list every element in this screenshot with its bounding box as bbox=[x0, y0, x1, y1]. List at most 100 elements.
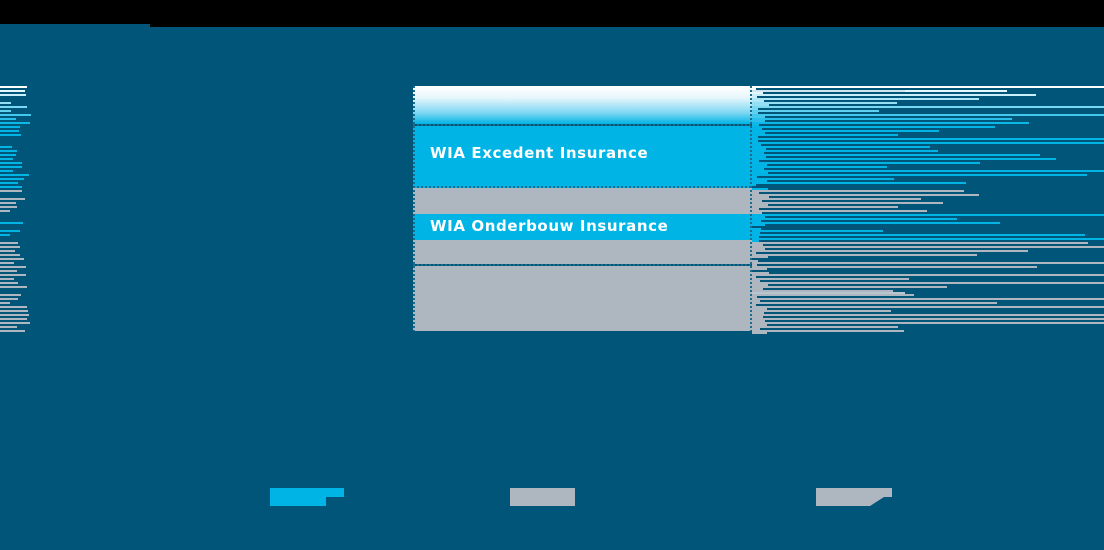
stripe-tick-right bbox=[752, 188, 768, 190]
stripe-left bbox=[0, 210, 10, 212]
stripe-left bbox=[0, 198, 25, 200]
stacked-bar-chart[interactable]: WIA Excedent Insurance WIA Onderbouw Ins… bbox=[413, 86, 752, 331]
stripe-tick-right bbox=[752, 156, 766, 158]
stripe-left bbox=[0, 286, 27, 288]
stripe-tick-right bbox=[752, 148, 766, 150]
bar-divider-1 bbox=[413, 124, 752, 126]
stripe-right bbox=[752, 98, 979, 100]
bar-segment-gap-1[interactable] bbox=[413, 188, 752, 214]
stripe-right bbox=[752, 218, 957, 220]
stripe-right bbox=[752, 310, 891, 312]
stripe-right bbox=[752, 142, 1104, 144]
bar-segment-onderbouw[interactable] bbox=[413, 214, 752, 240]
stripe-tick-right bbox=[752, 140, 758, 142]
stripe-tick-right bbox=[752, 292, 768, 294]
stripe-right bbox=[752, 206, 898, 208]
stripe-left bbox=[0, 302, 10, 304]
stripe-right bbox=[752, 330, 904, 332]
stripe-left bbox=[0, 298, 18, 300]
stripe-tick-right bbox=[752, 200, 762, 202]
stripe-right bbox=[752, 222, 1000, 224]
stripe-tick-right bbox=[752, 104, 769, 106]
stripe-right bbox=[752, 194, 979, 196]
stripe-tick-right bbox=[752, 320, 765, 322]
stripe-tick-right bbox=[752, 252, 756, 254]
stripe-right bbox=[752, 162, 980, 164]
stripe-tick-right bbox=[752, 328, 760, 330]
stripe-tick-right bbox=[752, 168, 764, 170]
stripe-right bbox=[752, 214, 1104, 216]
stripe-right bbox=[752, 158, 1056, 160]
legend-swatch-gray-2-notch bbox=[870, 497, 884, 506]
stripe-right bbox=[752, 170, 1104, 172]
stripe-tick-right bbox=[752, 164, 767, 166]
stripe-tick-right bbox=[752, 88, 756, 90]
stripe-left bbox=[0, 114, 31, 116]
system-topbar-left bbox=[0, 0, 150, 24]
stripe-left bbox=[0, 242, 18, 244]
stripe-tick-right bbox=[752, 208, 759, 210]
stripe-left bbox=[0, 130, 19, 132]
stripe-left bbox=[0, 310, 28, 312]
stripe-tick-right bbox=[752, 260, 758, 262]
stripe-tick-right bbox=[752, 228, 761, 230]
stripe-right bbox=[752, 90, 1007, 92]
stripe-right bbox=[752, 326, 898, 328]
system-topbar-right bbox=[150, 0, 1104, 27]
stripe-tick-right bbox=[752, 272, 769, 274]
stripe-left bbox=[0, 326, 17, 328]
bar-segment-excedent[interactable] bbox=[413, 126, 752, 188]
stripe-right bbox=[752, 302, 997, 304]
bar-divider-3 bbox=[413, 264, 752, 266]
legend-swatch-gray-1[interactable] bbox=[510, 488, 575, 506]
bar-edge-right bbox=[750, 86, 752, 331]
stripe-right bbox=[752, 282, 1104, 284]
stripe-right bbox=[752, 190, 964, 192]
bar-label-excedent: WIA Excedent Insurance bbox=[430, 144, 649, 162]
stripe-tick-right bbox=[752, 220, 761, 222]
stripe-right bbox=[752, 210, 927, 212]
stripe-tick-right bbox=[752, 196, 769, 198]
stripe-tick-right bbox=[752, 312, 764, 314]
stripe-right bbox=[752, 234, 1085, 236]
stripe-left bbox=[0, 318, 27, 320]
legend-swatch-cyan[interactable] bbox=[270, 488, 336, 506]
stripe-right bbox=[752, 126, 995, 128]
stripe-tick-right bbox=[752, 300, 760, 302]
stripe-left bbox=[0, 102, 11, 104]
legend-swatch-gray-2-notch-2 bbox=[884, 488, 892, 497]
stripe-left bbox=[0, 222, 23, 224]
stripe-right bbox=[752, 290, 893, 292]
stripe-tick-right bbox=[752, 308, 767, 310]
stripe-right bbox=[752, 146, 930, 148]
stripe-tick-right bbox=[752, 112, 758, 114]
stripe-left bbox=[0, 106, 27, 108]
stripe-right bbox=[752, 102, 897, 104]
stripe-tick-right bbox=[752, 92, 763, 94]
stripe-left bbox=[0, 314, 29, 316]
stripe-left bbox=[0, 110, 11, 112]
stripe-tick-right bbox=[752, 100, 764, 102]
stripe-tick-right bbox=[752, 216, 765, 218]
bar-segment-gradient-top[interactable] bbox=[413, 86, 752, 124]
stripe-right bbox=[752, 182, 966, 184]
stripe-left bbox=[0, 306, 27, 308]
stripe-right bbox=[752, 250, 1028, 252]
stripe-right bbox=[752, 242, 1088, 244]
stripe-left bbox=[0, 158, 13, 160]
stripe-right bbox=[752, 122, 1029, 124]
stripe-tick-right bbox=[752, 264, 757, 266]
legend-swatch-cyan-notch bbox=[326, 497, 336, 506]
stripe-left bbox=[0, 258, 24, 260]
stripe-left bbox=[0, 322, 30, 324]
stripe-tick-right bbox=[752, 160, 759, 162]
bar-segment-base[interactable] bbox=[413, 266, 752, 331]
legend-swatch-gray-2[interactable] bbox=[816, 488, 884, 506]
stripe-tick-right bbox=[752, 248, 765, 250]
stripe-tick-right bbox=[752, 192, 759, 194]
stripe-left bbox=[0, 146, 12, 148]
stripe-right bbox=[752, 106, 1104, 108]
bar-segment-gap-2[interactable] bbox=[413, 240, 752, 264]
stripe-long-right-0 bbox=[752, 90, 905, 92]
